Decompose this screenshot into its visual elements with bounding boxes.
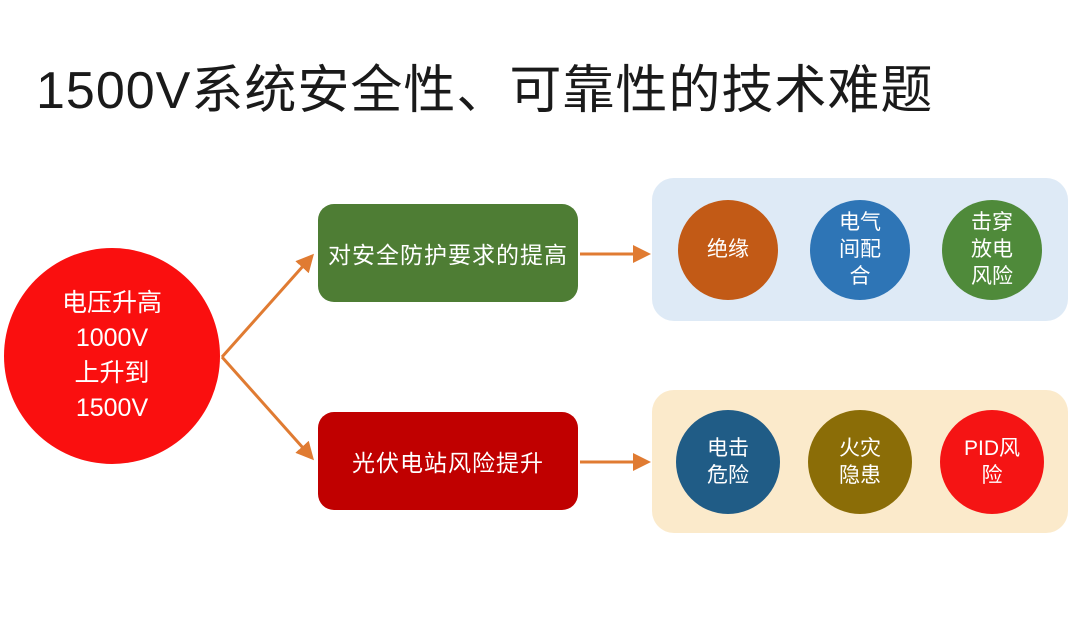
- result-bubble-label-line: 风险: [971, 265, 1013, 288]
- result-bubble-label: 电击 危险: [707, 435, 749, 489]
- result-bubble-electric-shock-hazard: 电击 危险: [676, 409, 780, 514]
- result-bubble-label-line: 火灾: [839, 436, 881, 460]
- branch-box-label: 对安全防护要求的提高: [328, 242, 568, 268]
- branch-box-label: 光伏电站风险提升: [352, 450, 544, 476]
- result-bubble-pid-risk: PID风 险: [940, 409, 1044, 514]
- result-bubble-label-line: PID风: [963, 436, 1020, 460]
- result-bubble-electrical-clearance: 电气 间配 合: [810, 199, 910, 300]
- result-bubble-breakdown-discharge-risk: 击穿 放电 风险: [942, 199, 1042, 300]
- source-node-label-line: 电压升高: [61, 289, 162, 317]
- source-node-label-line: 上升到: [74, 359, 150, 387]
- page-title: 1500V系统安全性、可靠性的技术难题: [36, 62, 934, 120]
- source-node-label: 电压升高 1000V 上升到 1500V: [62, 286, 162, 426]
- result-bubble-label: 电气 间配 合: [839, 209, 881, 290]
- result-bubble-label-line: 击穿: [971, 211, 1013, 234]
- result-bubble-label-line: 放电: [971, 238, 1013, 261]
- result-bubble-label-line: 间配: [839, 238, 881, 261]
- result-bubble-label-line: 绝缘: [707, 238, 749, 261]
- branch-box-safety-requirements: 对安全防护要求的提高: [318, 204, 578, 302]
- result-bubble-insulation: 绝缘: [678, 199, 778, 300]
- result-bubble-label: 绝缘: [707, 236, 749, 263]
- branch-box-plant-risk: 光伏电站风险提升: [318, 412, 578, 510]
- result-bubble-label-line: 隐患: [839, 463, 881, 487]
- connector-source-to-safety: [220, 253, 314, 358]
- result-bubble-fire-hazard: 火灾 隐患: [808, 409, 912, 514]
- result-bubble-label-line: 合: [849, 265, 871, 288]
- result-bubble-label: 火灾 隐患: [839, 435, 881, 489]
- result-panel-safety: 绝缘 电气 间配 合 击穿 放电 风险: [652, 178, 1068, 321]
- result-bubble-label-line: 电气: [839, 211, 881, 234]
- source-node-label-line: 1500V: [75, 394, 149, 422]
- result-bubble-label-line: 危险: [707, 463, 749, 487]
- result-bubble-label-line: 电击: [707, 436, 749, 460]
- connector-source-to-risk: [220, 356, 314, 461]
- result-bubble-label: 击穿 放电 风险: [971, 209, 1013, 290]
- result-panel-risk: 电击 危险 火灾 隐患 PID风 险: [652, 390, 1068, 533]
- result-bubble-label-line: 险: [981, 463, 1003, 487]
- source-node-voltage-increase: 电压升高 1000V 上升到 1500V: [4, 248, 220, 464]
- result-bubble-label: PID风 险: [964, 435, 1020, 489]
- source-node-label-line: 1000V: [75, 324, 149, 352]
